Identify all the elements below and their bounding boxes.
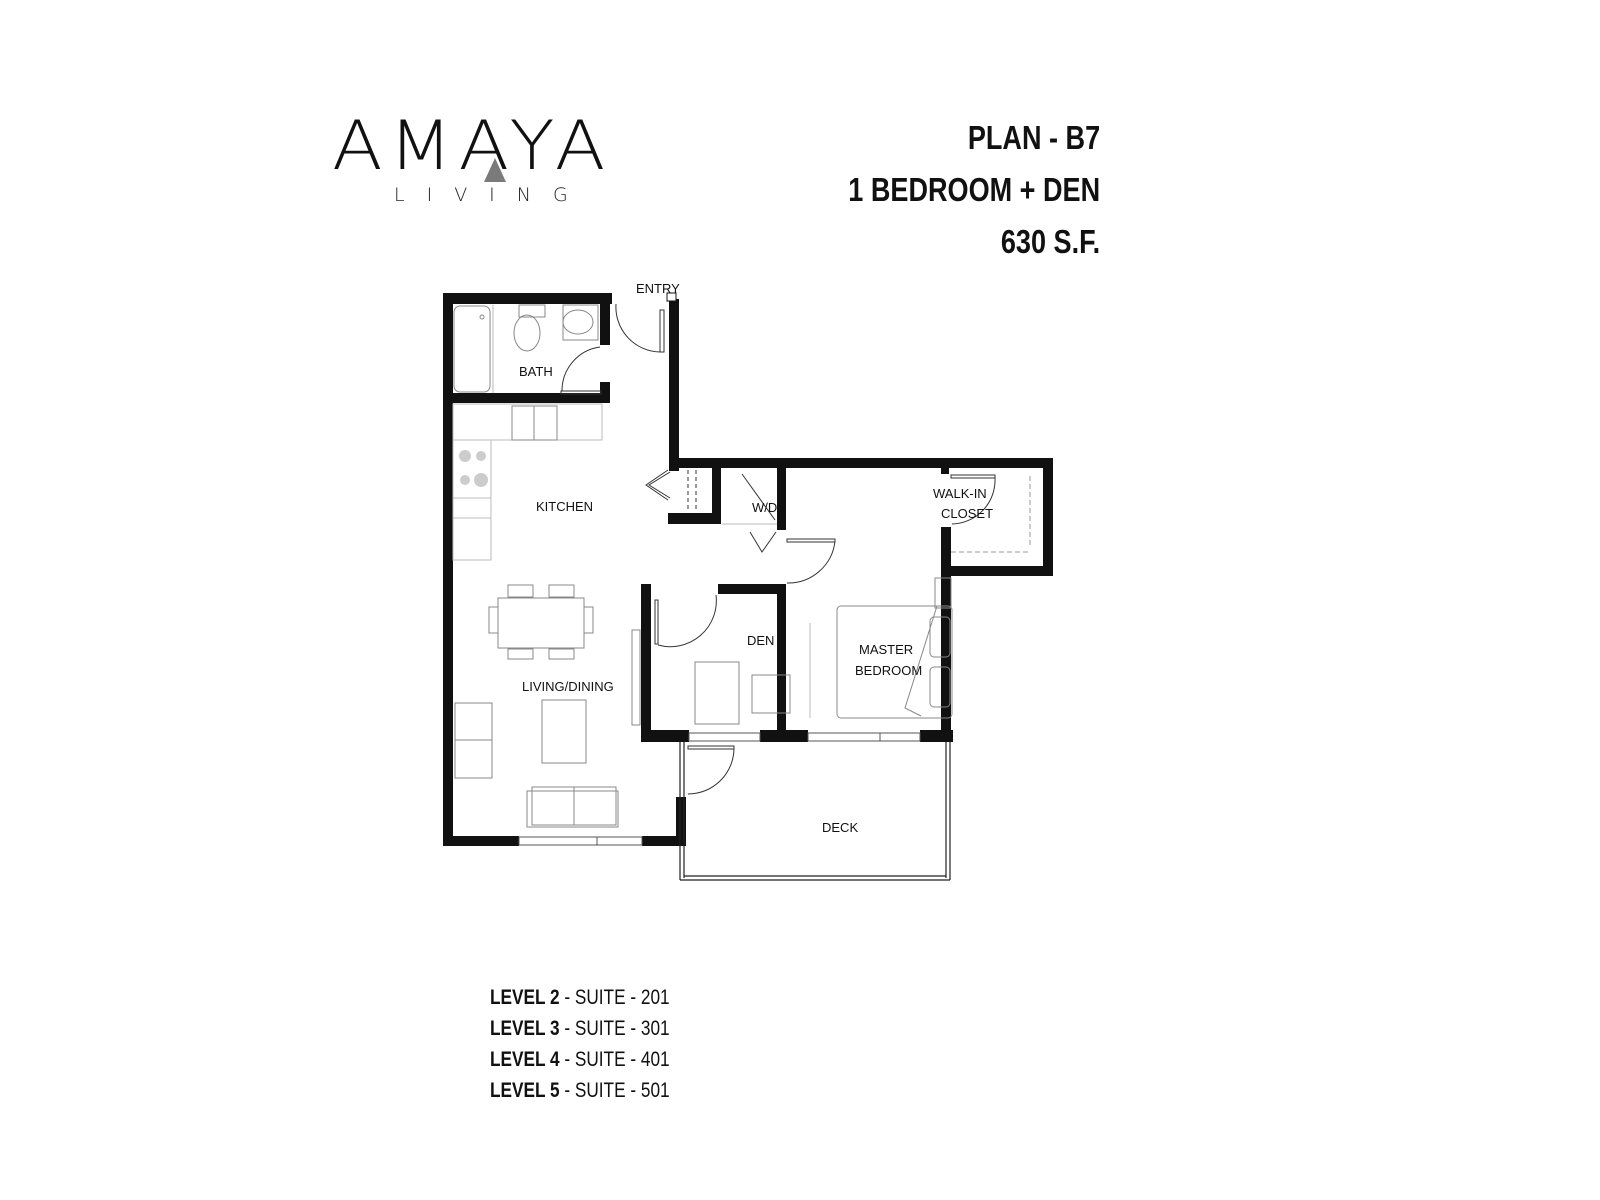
- deck: [679, 742, 951, 881]
- label-master-line1: MASTER: [859, 642, 913, 657]
- label-deck: DECK: [822, 820, 858, 835]
- logo-triangle-icon: [484, 158, 506, 182]
- suite-level: LEVEL 3: [490, 1017, 560, 1040]
- plan-info: PLAN - B7 1 BEDROOM + DEN 630 S.F.: [793, 112, 1100, 268]
- label-wd: W/D: [752, 500, 777, 515]
- plan-title: PLAN - B7: [967, 119, 1100, 156]
- label-master-line2: BEDROOM: [855, 663, 922, 678]
- suite-level: LEVEL 5: [490, 1079, 560, 1102]
- suite-number: - SUITE - 401: [559, 1048, 670, 1071]
- windows: [518, 732, 921, 846]
- suite-row: LEVEL 3 - SUITE - 301: [490, 1013, 670, 1044]
- suite-list: LEVEL 2 - SUITE - 201 LEVEL 3 - SUITE - …: [490, 982, 709, 1106]
- suite-number: - SUITE - 201: [559, 986, 670, 1009]
- label-walk-in-line1: WALK-IN: [933, 486, 987, 501]
- fixtures: [452, 304, 953, 828]
- suite-row: LEVEL 4 - SUITE - 401: [490, 1044, 670, 1075]
- suite-level: LEVEL 4: [490, 1048, 560, 1071]
- suite-number: - SUITE - 501: [559, 1079, 670, 1102]
- doors: [560, 292, 1031, 795]
- walls: [443, 293, 1053, 846]
- label-walk-in-line2: CLOSET: [941, 506, 993, 521]
- suite-number: - SUITE - 301: [559, 1017, 670, 1040]
- plan-area: 630 S.F.: [1000, 223, 1100, 260]
- suite-row: LEVEL 2 - SUITE - 201: [490, 982, 670, 1013]
- label-kitchen: KITCHEN: [536, 499, 593, 514]
- suite-row: LEVEL 5 - SUITE - 501: [490, 1075, 670, 1106]
- amaya-living-logo: AMAYA LIVING: [332, 112, 612, 212]
- label-living-dining: LIVING/DINING: [522, 679, 614, 694]
- label-bath: BATH: [519, 364, 553, 379]
- logo-wordmark: AMAYA: [332, 106, 612, 186]
- logo-tagline: LIVING: [394, 184, 590, 206]
- label-den: DEN: [747, 633, 774, 648]
- label-entry: ENTRY: [636, 281, 680, 296]
- suite-level: LEVEL 2: [490, 986, 560, 1009]
- plan-type: 1 BEDROOM + DEN: [848, 171, 1100, 208]
